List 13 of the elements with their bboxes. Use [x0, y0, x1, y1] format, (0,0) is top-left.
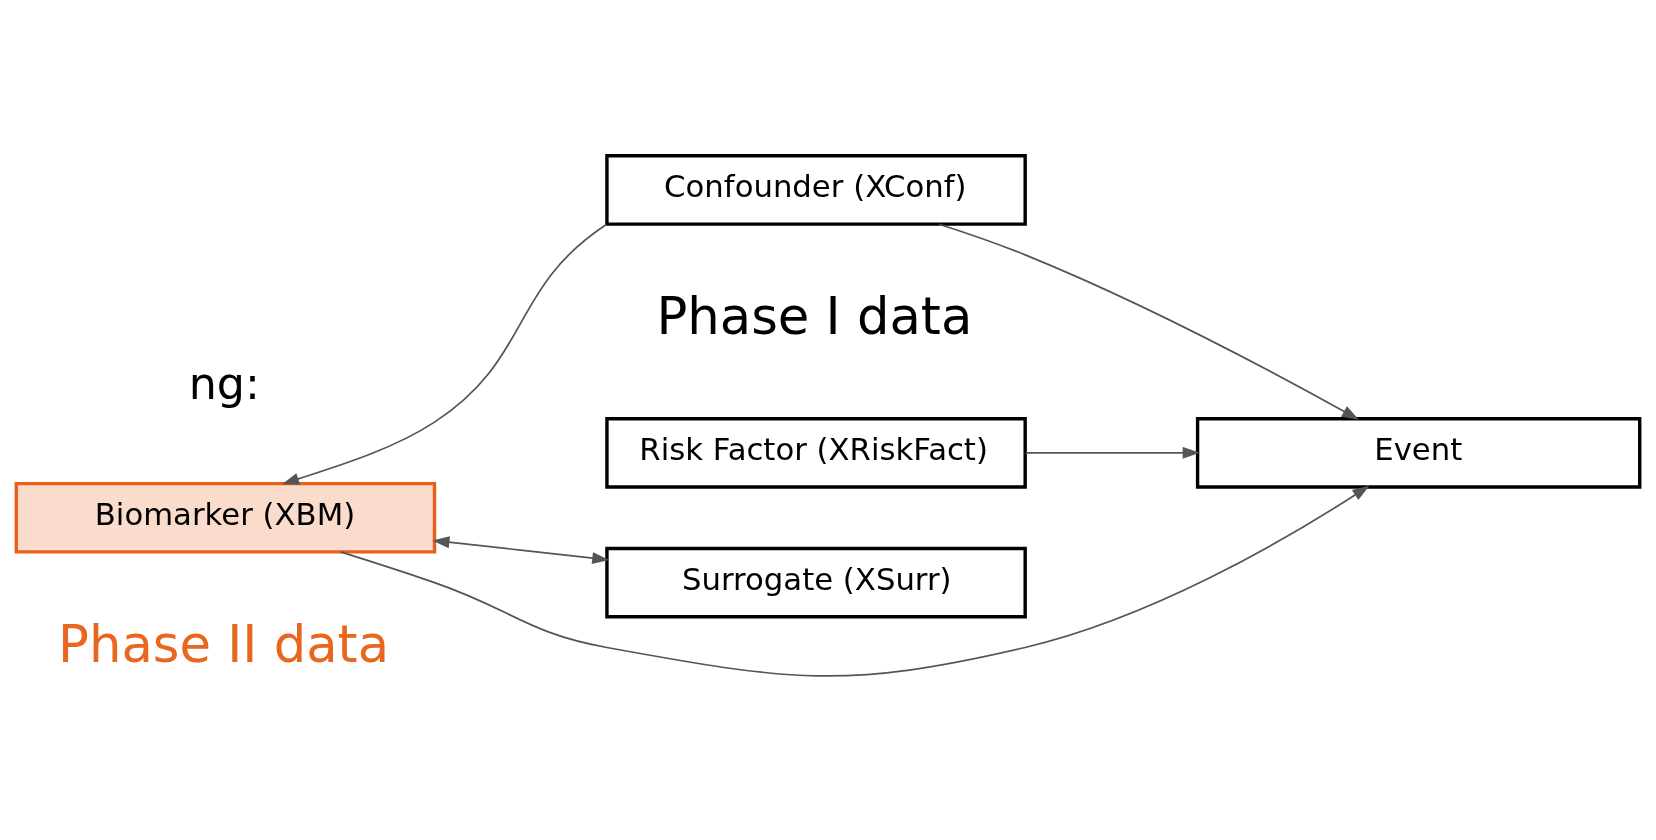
node-box: Risk Factor (XRiskFact) [605, 417, 1027, 489]
node-box: Biomarker (XBM) [14, 481, 437, 554]
label: ng: [188, 357, 260, 409]
node-box: Event [1195, 417, 1642, 489]
label: Phase II data [58, 613, 390, 674]
arrow [1024, 446, 1200, 459]
node-box: Surrogate (XSurr) [605, 546, 1027, 619]
arrow [432, 536, 610, 565]
arrow [339, 485, 1370, 677]
label: Phase I data [656, 286, 973, 347]
arrow [282, 223, 608, 485]
arrow [938, 223, 1359, 420]
node-box: Confounder (XConf) [605, 154, 1027, 226]
